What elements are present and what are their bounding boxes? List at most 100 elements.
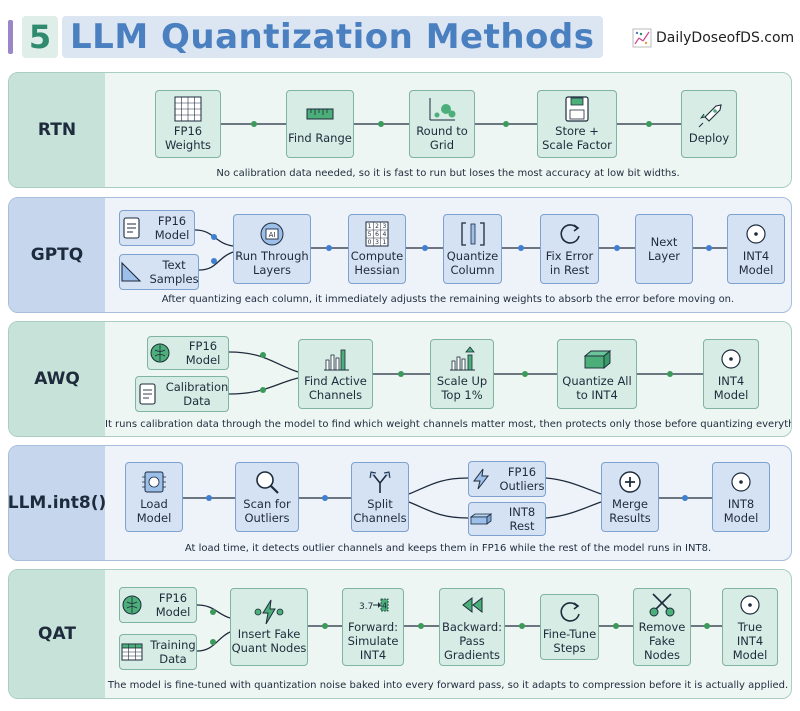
qat-caption: The model is fine-tuned with quantizatio… [107,680,789,691]
document-icon [123,217,140,239]
block-icon [583,350,612,369]
ruler-icon [306,108,334,120]
qat-node-remove-fake: Remove Fake Nodes [633,588,691,666]
hessian-digit: 6 [375,231,379,238]
qat-node-label: Insert Fake Quant Nodes [231,627,307,655]
magnifier-icon [256,471,279,494]
qat-connectors [196,604,722,652]
qat-node-label: True INT4 Model [732,620,768,662]
panel-awq: AWQ FP16 Model Calibration Data Fi [8,321,792,437]
gptq-input-label: FP16 Model [154,214,190,242]
llmint8-branch-label: INT8 Rest [508,505,536,533]
awq-node-quantize-all: Quantize All to INT4 [557,339,637,409]
rtn-node-deploy: Deploy [681,90,737,158]
qat-input-label: Training Data [150,638,196,666]
qat-node-label: Remove Fake Nodes [638,620,686,662]
forward-round-icon: 3.7 4 [359,598,389,612]
triangle-ruler-icon [121,261,142,282]
target-dot-icon [746,224,766,244]
qat-input-label: FP16 Model [155,591,191,619]
gptq-node-label: Next Layer [647,235,681,263]
floppy-disk-icon [565,96,589,122]
qat-node-label: Backward: Pass Gradients [441,620,503,662]
llmint8-node-label: Scan for Outliers [243,497,291,525]
gptq-node-label: INT4 Model [738,249,774,277]
gptq-node-run-layers: AI Run Through Layers [233,214,311,284]
split-arrows-icon [369,471,391,493]
panel-llmint8: LLM.int8() Load Model Scan for Outliers [8,445,792,561]
rtn-node-label: Store + Scale Factor [542,124,612,152]
awq-node-label: INT4 Model [713,374,749,402]
llmint8-node-merge-results: Merge Results [601,462,659,532]
gptq-node-quantize-column: Quantize Column [443,214,502,284]
brand: DailyDoseofDS.com [632,26,794,50]
gptq-connectors [194,229,727,271]
column-bracket-icon [460,222,485,246]
rtn-node-fp16-weights: FP16 Weights [155,90,221,158]
gptq-node-fix-error: Fix Error in Rest [540,214,599,284]
refresh-icon [559,602,580,622]
panel-label-llmint8: LLM.int8() [9,446,106,560]
title-number: 5 [22,16,58,58]
awq-input-calibration-data: Calibration Data [135,376,229,412]
llmint8-connectors [183,477,712,519]
table-icon [121,643,143,661]
hessian-digit: 1 [382,239,386,246]
rtn-node-round-to-grid: Round to Grid [409,90,475,158]
gptq-node-next-layer: Next Layer [635,214,693,284]
awq-node-label: Scale Up Top 1% [436,374,488,402]
qat-node-label: Fine-Tune Steps [542,627,597,655]
rtn-connectors [221,121,681,127]
chart-arrow-up-icon [450,346,475,371]
gptq-node-label: Fix Error in Rest [545,249,594,277]
scatter-dots-icon [429,98,456,121]
llmint8-node-label: Merge Results [609,497,651,525]
refresh-icon [559,224,580,244]
scissors-icon [649,593,675,617]
brain-icon [122,595,142,615]
gptq-input-fp16-model: FP16 Model [119,210,195,246]
gptq-node-label: Run Through Layers [235,249,309,277]
number-grid-icon [174,96,202,122]
llmint8-branch-fp16-outliers: FP16 Outliers [468,461,546,497]
hessian-digit: 5 [368,231,372,238]
rewind-icon [462,596,483,614]
forward-to-value: 4 [382,602,387,611]
lightning-icon [473,468,490,490]
rtn-node-label: Deploy [688,131,730,145]
target-dot-icon [740,595,760,615]
rtn-node-store-scale: Store + Scale Factor [537,90,617,158]
brand-text: DailyDoseofDS.com [656,30,795,46]
qat-node-fine-tune: Fine-Tune Steps [540,594,599,660]
document-icon [139,383,156,405]
rtn-caption: No calibration data needed, so it is fas… [216,168,680,179]
rtn-node-find-range: Find Range [286,90,354,158]
qat-input-fp16-model: FP16 Model [119,587,197,623]
plus-circle-icon [619,471,641,493]
hessian-digit: 4 [382,231,386,238]
brain-icon [150,343,170,363]
panel-label-gptq: GPTQ [9,198,105,312]
awq-input-label: Calibration Data [165,380,229,408]
target-dot-icon [721,349,741,369]
llmint8-node-scan-outliers: Scan for Outliers [235,462,299,532]
gptq-node-compute-hessian: 1 2 3 5 6 4 0 3 1 Compute Hessian [348,214,406,284]
llmint8-branch-int8-rest: INT8 Rest [468,502,546,536]
gptq-input-label: Text Samples [149,258,199,286]
llmint8-branch-label: FP16 Outliers [499,465,545,493]
gptq-node-label: Quantize Column [446,249,499,277]
qat-input-training-data: Training Data [119,634,197,670]
awq-node-scale-up: Scale Up Top 1% [430,339,494,409]
hessian-digit: 3 [375,239,379,246]
hessian-digit: 1 [368,223,372,230]
llmint8-node-int8-model: INT8 Model [712,462,770,532]
qat-node-backward: Backward: Pass Gradients [439,588,505,666]
page-title: LLM Quantization Methods [62,16,603,58]
awq-input-fp16-model: FP16 Model [147,336,229,370]
gptq-node-int4-model: INT4 Model [727,214,785,284]
lightning-nodes-icon [254,599,284,625]
gptq-node-label: Compute Hessian [350,249,404,277]
block-icon [469,513,493,525]
panel-label-qat: QAT [9,570,105,698]
panel-label-awq: AWQ [9,322,105,436]
